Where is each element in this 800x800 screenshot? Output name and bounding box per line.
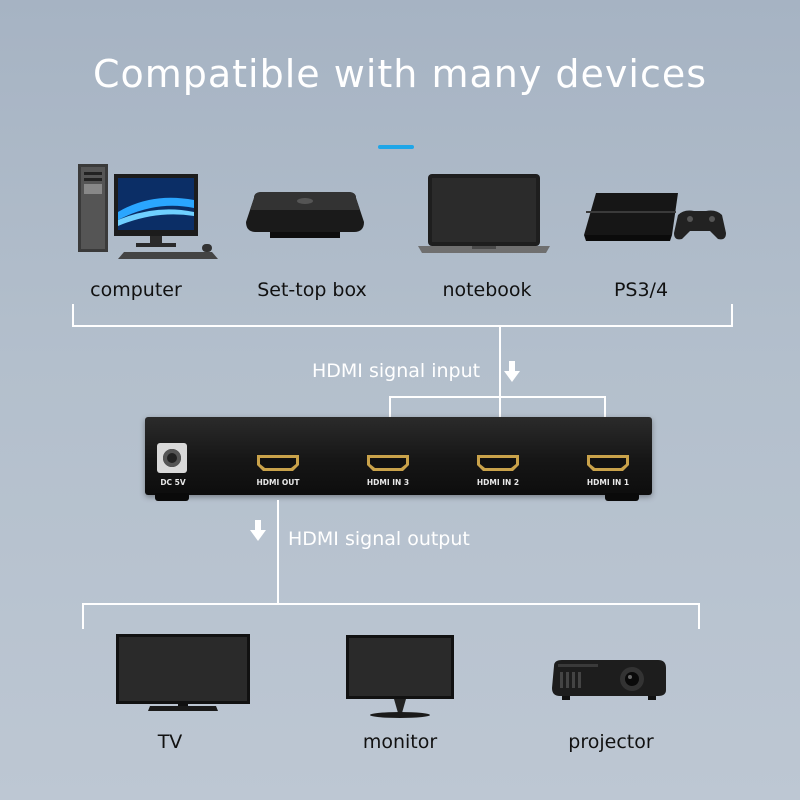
port-label-hdmi-in-1: HDMI IN 1	[586, 478, 630, 487]
projector-icon	[552, 660, 666, 700]
device-label-ps3-4: PS3/4	[613, 279, 669, 301]
title-accent-bar	[378, 145, 414, 149]
input-branch-top	[389, 396, 606, 398]
input-signal-label: HDMI signal input	[312, 360, 481, 382]
notebook-icon	[418, 174, 550, 253]
device-label-monitor: monitor	[362, 731, 438, 753]
input-bracket-bottom	[72, 325, 733, 327]
output-bracket-left	[82, 603, 84, 629]
hdmi-in-1-port-icon	[587, 455, 629, 471]
dc-power-jack-icon	[157, 443, 187, 473]
input-trunk-line	[499, 325, 501, 432]
input-bracket-right	[731, 304, 733, 327]
down-arrow-icon	[504, 361, 520, 382]
input-branch-left	[389, 396, 391, 432]
tv-icon	[116, 634, 250, 711]
output-bracket-right	[698, 603, 700, 629]
ps4-console-icon	[584, 193, 726, 241]
output-bracket-top	[82, 603, 700, 605]
device-label-notebook: notebook	[442, 279, 532, 301]
page-title: Compatible with many devices	[92, 52, 708, 96]
down-arrow-icon	[250, 520, 266, 541]
hdmi-switch-box: DC 5V HDMI OUT HDMI IN 3 HDMI IN 2 HDMI …	[145, 417, 652, 495]
input-bracket-left	[72, 304, 74, 327]
device-label-projector: projector	[568, 731, 654, 753]
hdmi-in-2-port-icon	[477, 455, 519, 471]
input-branch-right	[604, 396, 606, 432]
port-label-hdmi-out: HDMI OUT	[256, 478, 300, 487]
device-label-set-top-box: Set-top box	[257, 279, 367, 301]
output-trunk-line	[277, 500, 279, 605]
hdmi-in-3-port-icon	[367, 455, 409, 471]
switch-foot-right	[605, 493, 639, 501]
port-label-hdmi-in-2: HDMI IN 2	[476, 478, 520, 487]
device-label-tv: TV	[157, 731, 183, 753]
switch-foot-left	[155, 493, 189, 501]
output-signal-label: HDMI signal output	[288, 528, 470, 550]
monitor-icon	[346, 635, 454, 718]
port-label-dc: DC 5V	[160, 478, 186, 487]
device-label-computer: computer	[90, 279, 182, 301]
hdmi-out-port-icon	[257, 455, 299, 471]
computer-icon	[78, 164, 218, 259]
set-top-box-icon	[246, 192, 364, 238]
port-label-hdmi-in-3: HDMI IN 3	[366, 478, 410, 487]
